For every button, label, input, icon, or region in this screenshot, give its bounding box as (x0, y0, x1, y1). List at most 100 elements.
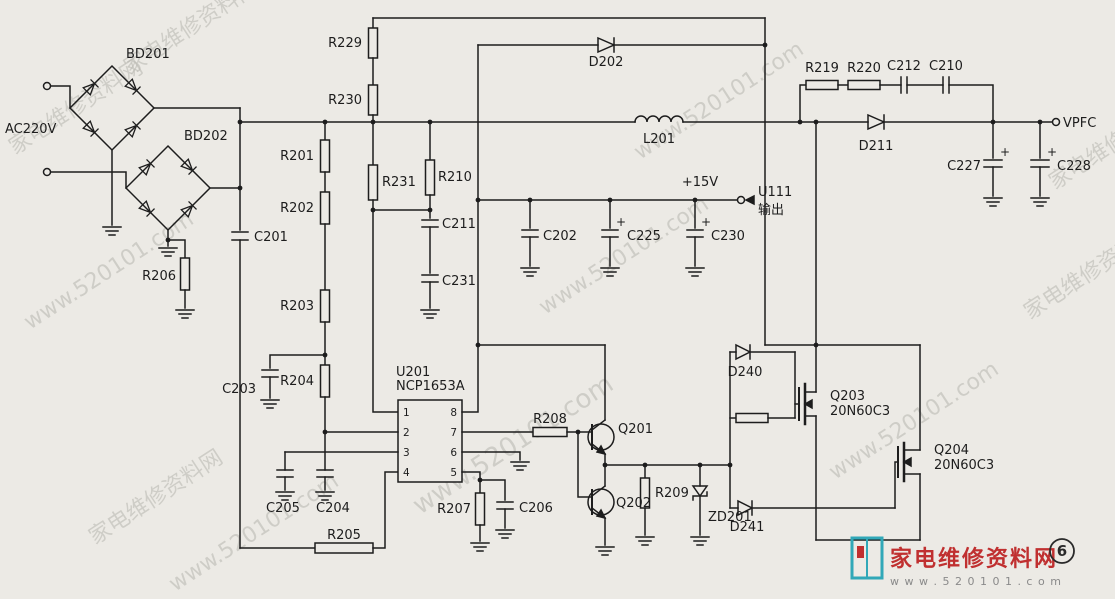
resistor-r207 (474, 492, 486, 526)
label-r204: R204 (280, 374, 314, 389)
label-r207: R207 (437, 502, 471, 517)
label-ac220v: AC220V (5, 122, 57, 137)
sheet-number-circle (1049, 538, 1075, 564)
label-u111-out: 输出 (758, 202, 784, 218)
junction-dots (165, 42, 1043, 483)
label-q204-part: 20N60C3 (934, 458, 994, 473)
label-l201: L201 (643, 132, 675, 147)
label-c204: C204 (316, 501, 350, 516)
resistor-ladder-r201-r204 (319, 121, 331, 471)
label-c227-plus: + (1000, 145, 1010, 159)
resistor-r206 (167, 239, 195, 319)
resistor-r210-c211-c231 (372, 121, 440, 319)
label-d241: D241 (730, 520, 765, 535)
gate-resistor (735, 412, 769, 424)
label-r229: R229 (328, 36, 362, 51)
label-c206: C206 (519, 501, 553, 516)
capacitor-c228 (1030, 121, 1050, 207)
label-d240: D240 (728, 365, 763, 380)
label-d211: D211 (859, 139, 894, 154)
label-q201: Q201 (618, 422, 653, 437)
inductor-l201 (634, 115, 684, 123)
arrow-icon (744, 194, 755, 206)
diode-d240 (735, 343, 752, 361)
gate-network (729, 343, 896, 517)
label-c212: C212 (887, 59, 921, 74)
capacitor-c205 (275, 451, 295, 501)
label-c230: C230 (711, 229, 745, 244)
label-d202: D202 (589, 55, 624, 70)
capacitor-c201 (231, 107, 249, 549)
label-r202: R202 (280, 201, 314, 216)
label-r203: R203 (280, 299, 314, 314)
snubber-r219-r220-c212-c210 (799, 76, 994, 123)
label-q203-part: 20N60C3 (830, 404, 890, 419)
capacitor-c230 (685, 199, 705, 277)
label-u201: U201 (396, 365, 430, 380)
label-q204: Q204 (934, 443, 969, 458)
label-c211: C211 (442, 217, 476, 232)
label-r231: R231 (382, 175, 416, 190)
transistor-q202 (577, 431, 615, 556)
site-logo-icon (850, 536, 884, 580)
label-r219: R219 (805, 61, 839, 76)
label-c203: C203 (222, 382, 256, 397)
label-vpfc: VPFC (1063, 116, 1096, 131)
label-c205: C205 (266, 501, 300, 516)
site-logo: 家电维修资料网 6 w w w . 5 2 0 1 0 1 . c o m (850, 536, 1075, 588)
label-r201: R201 (280, 149, 314, 164)
label-pin1: 1 (403, 407, 410, 419)
label-r205: R205 (327, 528, 361, 543)
resistor-r205 (239, 471, 399, 554)
label-pin4: 4 (403, 467, 410, 479)
capacitor-c227 (983, 121, 1003, 207)
label-layer: AC220V BD201 BD202 C201 R206 R201 R202 R… (5, 36, 1096, 543)
site-logo-url: w w w . 5 2 0 1 0 1 . c o m (890, 575, 1062, 588)
mosfet-q204 (894, 344, 921, 541)
label-c227: C227 (947, 159, 981, 174)
label-bd202: BD202 (184, 129, 228, 144)
label-c231: C231 (442, 274, 476, 289)
label-q203: Q203 (830, 389, 865, 404)
label-plus15v: +15V (682, 175, 718, 190)
label-c225: C225 (627, 229, 661, 244)
capacitor-c204 (315, 469, 335, 501)
label-pin2: 2 (403, 427, 410, 439)
label-bd201: BD201 (126, 47, 170, 62)
sheet-number: 6 (1057, 542, 1067, 560)
capacitor-c225 (600, 199, 620, 277)
transistor-q201 (587, 418, 615, 466)
ac-input-terminals (42, 81, 127, 189)
label-r208: R208 (533, 412, 567, 427)
label-pin7: 7 (450, 427, 457, 439)
ic-u201 (284, 344, 606, 552)
zener-zd201 (690, 464, 710, 546)
label-r230: R230 (328, 93, 362, 108)
label-pin5: 5 (450, 467, 457, 479)
label-c228-plus: + (1047, 145, 1057, 159)
label-c228: C228 (1057, 159, 1091, 174)
label-r209: R209 (655, 486, 689, 501)
main-bus (239, 113, 1061, 131)
label-u201-part: NCP1653A (396, 379, 465, 394)
label-pin6: 6 (450, 447, 457, 459)
capacitor-c202 (520, 199, 540, 277)
label-c202: C202 (543, 229, 577, 244)
top-aux-lines (372, 17, 766, 346)
label-c230-plus: + (701, 215, 711, 229)
label-c210: C210 (929, 59, 963, 74)
label-c225-plus: + (616, 215, 626, 229)
label-r206: R206 (142, 269, 176, 284)
label-pin3: 3 (403, 447, 410, 459)
label-r210: R210 (438, 170, 472, 185)
site-logo-name: 家电维修资料网 (890, 546, 1058, 572)
label-q202: Q202 (616, 496, 651, 511)
capacitor-c203 (260, 354, 326, 409)
bridge-rectifier-bd201 (68, 64, 241, 236)
label-r220: R220 (847, 61, 881, 76)
vpfc-terminal (1051, 117, 1061, 127)
circuit-layer (42, 17, 1061, 556)
resistor-column-r229-r231 (367, 17, 399, 413)
